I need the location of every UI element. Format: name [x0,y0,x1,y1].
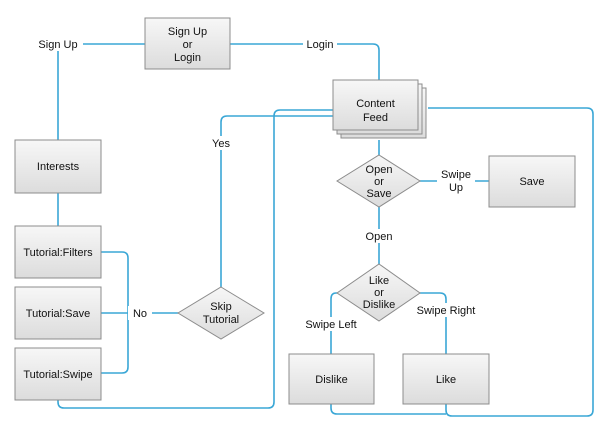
node-like-or-dislike[interactable]: Like or Dislike [336,263,421,322]
node-like-or-dislike-line-3: Dislike [363,299,395,311]
edge-label-open: Open [366,231,393,243]
node-save[interactable]: Save [488,155,576,208]
edge-skip-yes-to-content-feed [220,115,333,287]
node-signup-login-line-1: Sign Up [168,26,207,38]
node-dislike[interactable]: Dislike [288,353,375,405]
node-tutorial-filters-label: Tutorial:Filters [23,247,93,259]
node-dislike-label: Dislike [315,374,347,386]
node-content-feed-line-2: Feed [363,112,388,124]
node-open-or-save-line-1: Open [366,164,393,176]
node-signup-login-line-3: Login [174,52,201,64]
node-tutorial-swipe[interactable]: Tutorial:Swipe [14,347,102,401]
edge-label-swipe-up-line-2: Up [449,182,463,194]
node-tutorial-save-label: Tutorial:Save [26,308,90,320]
node-content-feed[interactable]: Content Feed [332,79,427,139]
edge-login-to-content-feed [230,43,380,80]
node-skip-tutorial[interactable]: Skip Tutorial [177,286,265,340]
edge-like-or-dislike-to-dislike [330,292,337,354]
edge-labels: Sign Up Login Yes No Swipe Up Open Swipe… [33,37,479,331]
node-interests[interactable]: Interests [14,139,102,194]
node-open-or-save[interactable]: Open or Save [336,154,421,208]
edge-label-yes: Yes [212,138,230,150]
node-open-or-save-line-3: Save [366,188,391,200]
edge-tutorial-swipe-to-content-feed [57,109,333,409]
node-skip-tutorial-line-2: Tutorial [203,314,239,326]
node-interests-label: Interests [37,161,80,173]
node-content-feed-line-1: Content [356,98,395,110]
node-signup-login[interactable]: Sign Up or Login [144,17,231,70]
node-tutorial-swipe-label: Tutorial:Swipe [23,369,92,381]
edge-label-login: Login [307,39,334,51]
node-like-or-dislike-line-2: or [374,287,384,299]
node-tutorial-save[interactable]: Tutorial:Save [14,286,102,340]
edge-label-sign-up: Sign Up [38,39,77,51]
edge-label-swipe-right: Swipe Right [417,305,476,317]
edge-signup-to-interests [57,43,145,140]
edge-label-swipe-up-line-1: Swipe [441,169,471,181]
node-save-label: Save [519,176,544,188]
edge-dislike-return-loop [330,404,446,415]
node-tutorial-filters[interactable]: Tutorial:Filters [14,225,102,279]
edge-like-or-dislike-to-like [420,292,447,354]
node-like[interactable]: Like [402,353,490,405]
node-open-or-save-line-2: or [374,176,384,188]
node-skip-tutorial-line-1: Skip [210,301,231,313]
node-like-label: Like [436,374,456,386]
edge-label-swipe-left: Swipe Left [305,319,356,331]
edge-like-return-loop [428,107,594,417]
node-signup-login-line-2: or [183,39,193,51]
node-like-or-dislike-line-1: Like [369,275,389,287]
edge-label-no: No [133,308,147,320]
